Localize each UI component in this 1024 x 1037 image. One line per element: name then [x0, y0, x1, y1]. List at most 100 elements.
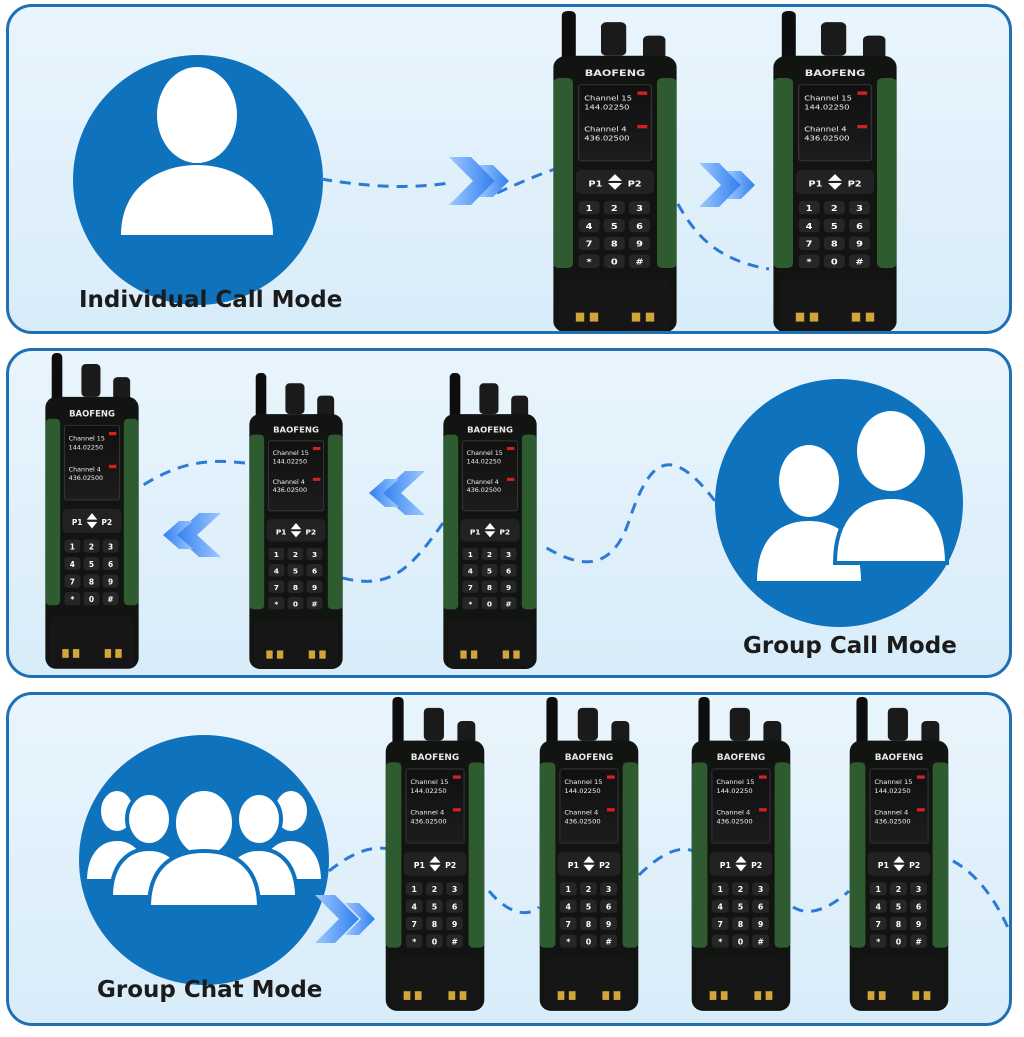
keypad-key	[559, 917, 577, 931]
function-key-row	[266, 518, 326, 542]
side-grip-left	[691, 762, 708, 948]
battery-contact	[865, 312, 875, 322]
side-grip-right	[877, 78, 897, 268]
key-p1: P1	[470, 527, 481, 536]
keypad-key	[481, 580, 498, 593]
key-p2: P2	[909, 861, 920, 870]
keypad-key-label: 6	[916, 903, 921, 912]
keypad-key-label: #	[915, 937, 922, 946]
screen-indicator	[758, 775, 767, 779]
screen-channel-a: Channel 15	[564, 778, 602, 786]
keypad-key-label: 3	[636, 205, 643, 214]
keypad-key	[481, 597, 498, 610]
battery-contact	[568, 991, 576, 1000]
chevron-double-right-icon	[315, 895, 375, 943]
keypad-key-label: 5	[89, 560, 94, 569]
arrow-down-icon	[893, 864, 905, 872]
keypad-key-label: 4	[876, 903, 882, 912]
arrow-down-icon	[484, 531, 496, 538]
keypad-key-label: 6	[312, 566, 317, 575]
keypad-key	[64, 556, 81, 571]
lcd-screen	[559, 768, 619, 844]
screen-freq-b: 436.02500	[874, 817, 910, 825]
keypad-key	[306, 580, 323, 593]
keypad-key	[306, 547, 323, 561]
keypad-key	[600, 899, 617, 913]
volume-knob	[577, 707, 598, 741]
connection-dashed-line	[667, 186, 770, 271]
keypad-key-label: 0	[611, 258, 618, 267]
battery-contact	[720, 991, 728, 1000]
battery-contact	[276, 650, 284, 659]
screen-indicator	[916, 808, 925, 812]
screen-indicator	[452, 808, 461, 812]
key-p2: P2	[628, 180, 642, 189]
keypad-key-label: #	[505, 599, 511, 608]
keypad-key	[600, 882, 617, 896]
keypad-key-label: 9	[312, 583, 317, 592]
keypad-key-label: 1	[468, 550, 473, 559]
brand-label: BAOFENG	[411, 753, 459, 763]
keypad-key	[752, 917, 769, 931]
battery-contact	[765, 991, 773, 1000]
keypad-key-label: 6	[758, 903, 763, 912]
side-grip-right	[521, 434, 537, 610]
keypad-key	[849, 254, 870, 268]
keypad-key	[559, 882, 577, 896]
keypad-key	[798, 254, 820, 268]
function-key-row	[575, 169, 655, 195]
arrow-down-icon	[290, 531, 302, 538]
volume-knob	[285, 383, 305, 415]
keypad-key	[481, 564, 498, 577]
screen-indicator	[312, 477, 321, 481]
keypad-key	[603, 200, 625, 215]
keypad-key	[910, 899, 927, 913]
keypad-key	[559, 899, 577, 913]
lcd-screen	[461, 440, 519, 512]
keypad-key	[500, 597, 517, 610]
keypad-key-label: 2	[586, 885, 591, 894]
keypad-key	[580, 882, 597, 896]
keypad-key-label: 1	[412, 885, 417, 894]
screen-indicator	[108, 431, 117, 436]
keypad-key-label: *	[412, 937, 416, 946]
volume-knob	[81, 363, 101, 397]
battery-pack	[544, 958, 634, 1009]
keypad-key-label: *	[274, 599, 278, 608]
keypad-key-label: 8	[487, 583, 492, 592]
screen-channel-a: Channel 15	[716, 778, 754, 786]
key-p1: P1	[588, 180, 602, 189]
key-p2: P2	[445, 861, 456, 870]
keypad-key-label: 3	[758, 885, 763, 894]
keypad-key	[559, 934, 577, 948]
keypad-key	[578, 254, 600, 268]
keypad-key-label: 8	[89, 577, 94, 586]
keypad-key-label: 2	[293, 550, 298, 559]
keypad-key	[462, 580, 479, 593]
keypad-key-label: 8	[896, 920, 901, 929]
keypad-key	[890, 882, 907, 896]
keypad-key-label: 4	[412, 903, 418, 912]
function-key-row	[403, 851, 467, 876]
keypad-key-label: 5	[611, 223, 618, 232]
screen-freq-a: 144.02250	[584, 103, 629, 111]
keypad-key-label: 8	[831, 241, 838, 250]
keypad-key-label: 5	[487, 566, 492, 575]
keypad-key-label: 4	[566, 903, 572, 912]
keypad-key-label: 7	[468, 583, 473, 592]
screen-channel-a: Channel 15	[69, 435, 105, 443]
side-grip-right	[622, 762, 639, 948]
function-key-row	[557, 851, 621, 876]
lcd-screen	[577, 84, 653, 162]
screen-freq-a: 144.02250	[410, 787, 446, 795]
keypad-key-label: 3	[506, 550, 511, 559]
connection-dashed-line	[792, 889, 851, 913]
arrow-up-icon	[484, 523, 496, 530]
battery-contact	[867, 991, 875, 1000]
